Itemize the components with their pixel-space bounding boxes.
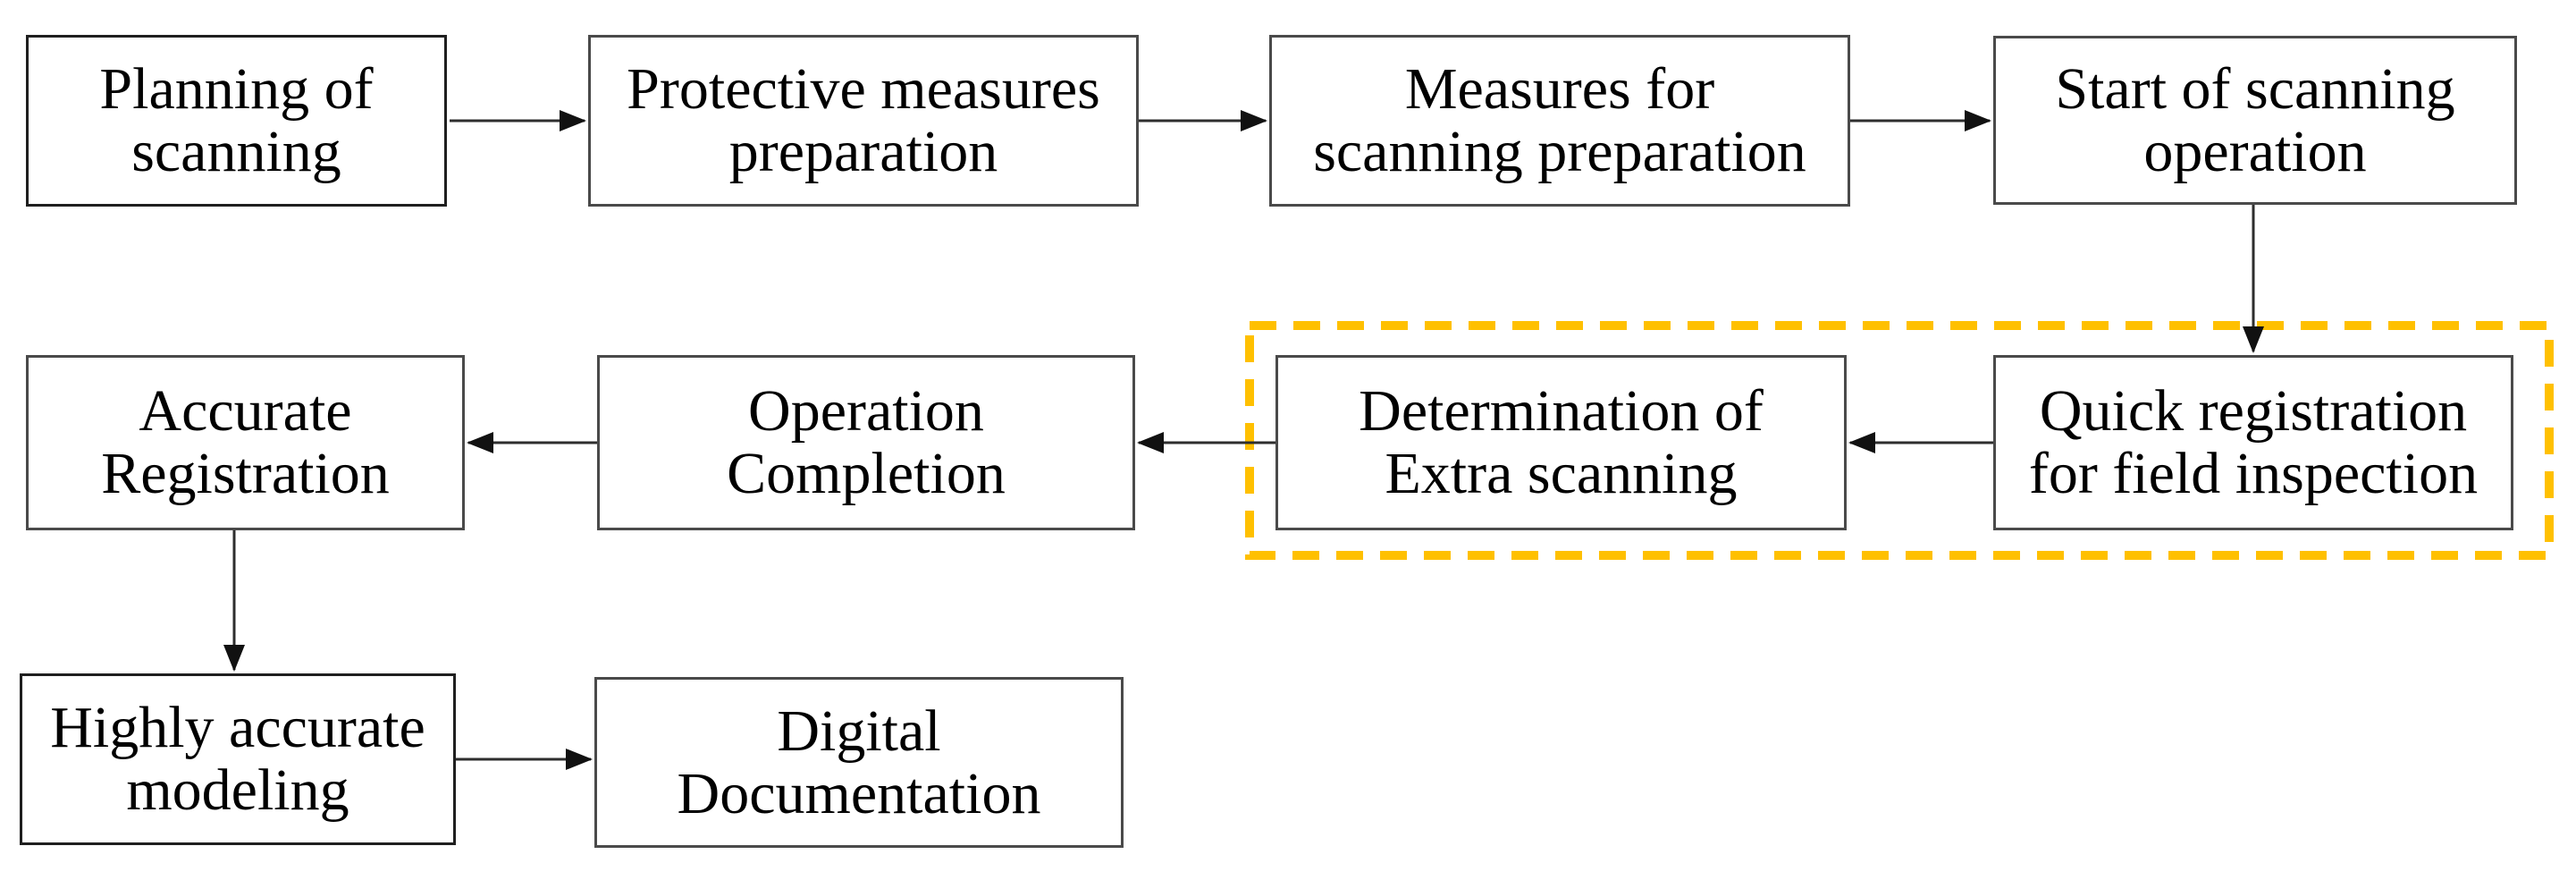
node-label-start-of-scanning-operation: Start of scanning operation — [2055, 55, 2455, 184]
node-measures-for-scanning-preparation: Measures for scanning preparation — [1269, 35, 1850, 207]
node-label-determination-of-extra-scanning: Determination of Extra scanning — [1359, 378, 1764, 506]
node-quick-registration-for-field-inspection: Quick registration for field inspection — [1993, 355, 2513, 530]
node-determination-of-extra-scanning: Determination of Extra scanning — [1275, 355, 1847, 530]
node-label-highly-accurate-modeling: Highly accurate modeling — [50, 695, 425, 823]
node-label-quick-registration-for-field-inspection: Quick registration for field inspection — [2028, 378, 2479, 506]
node-start-of-scanning-operation: Start of scanning operation — [1993, 36, 2517, 205]
node-protective-measures-preparation: Protective measures preparation — [588, 35, 1139, 207]
node-label-digital-documentation: Digital Documentation — [677, 698, 1041, 826]
node-operation-completion: Operation Completion — [597, 355, 1135, 530]
node-digital-documentation: Digital Documentation — [594, 677, 1124, 848]
node-planning-of-scanning: Planning of scanning — [26, 35, 447, 207]
node-label-operation-completion: Operation Completion — [727, 378, 1006, 506]
node-highly-accurate-modeling: Highly accurate modeling — [20, 673, 456, 845]
node-label-planning-of-scanning: Planning of scanning — [99, 56, 374, 184]
node-accurate-registration: Accurate Registration — [26, 355, 465, 530]
node-label-accurate-registration: Accurate Registration — [101, 378, 390, 506]
node-label-measures-for-scanning-preparation: Measures for scanning preparation — [1313, 56, 1806, 184]
node-label-protective-measures-preparation: Protective measures preparation — [627, 56, 1100, 184]
